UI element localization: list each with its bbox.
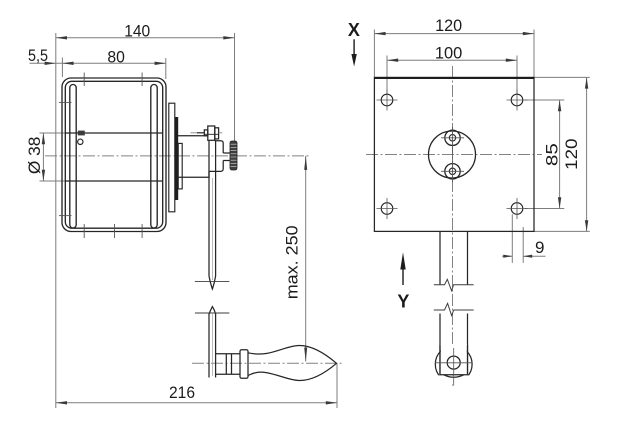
svg-text:100: 100 [435,43,463,62]
svg-text:80: 80 [107,48,125,67]
svg-text:216: 216 [169,383,195,402]
svg-text:X: X [348,20,360,40]
svg-text:9: 9 [535,238,544,257]
svg-text:max. 250: max. 250 [282,225,301,299]
svg-text:Y: Y [397,292,409,312]
svg-text:Ø 38: Ø 38 [25,137,44,175]
svg-text:5,5: 5,5 [28,46,48,65]
svg-text:120: 120 [435,16,462,35]
svg-text:140: 140 [124,22,150,41]
svg-text:85: 85 [543,143,562,166]
svg-text:120: 120 [562,138,581,170]
